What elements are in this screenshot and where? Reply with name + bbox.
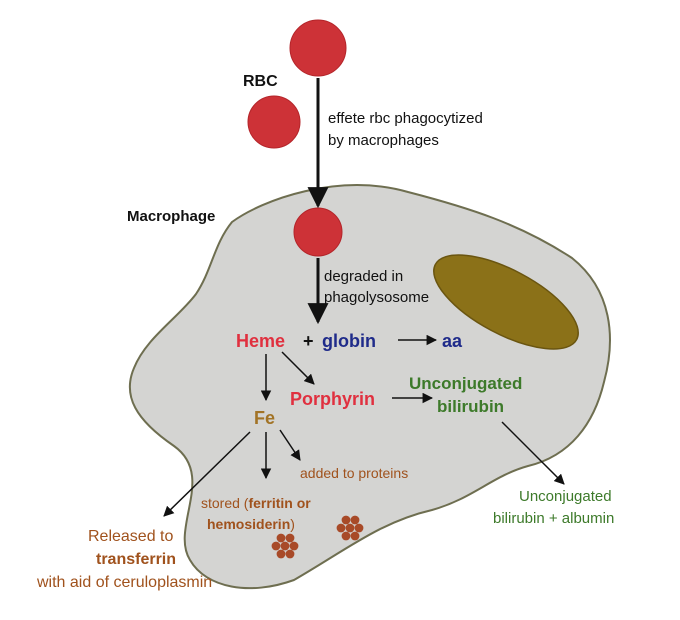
label-stored-prefix: stored ( [201,495,249,511]
rbc-circle-top [289,19,347,77]
label-transferrin: transferrin [96,551,176,568]
label-ceruloplasmin: with aid of ceruloplasmin [36,574,212,591]
label-degraded-line1: degraded in [324,268,403,285]
label-ferritin-or: ferritin or [248,495,311,511]
macrophage-cell [128,184,611,590]
rbc-circle-engulfed [293,207,343,257]
arrow-fe-transferrin [163,431,251,517]
label-hemosiderin: hemosiderin [207,516,290,532]
arrow-fe-proteins [279,429,301,461]
label-macrophage: Macrophage [127,208,215,225]
label-plus: + [303,331,314,351]
label-hemosiderin-line: hemosiderin) [207,516,295,532]
label-stored: stored (ferritin or [201,495,311,511]
iron-granules-right [336,515,364,541]
organelle-nucleus [433,254,579,350]
label-degraded-line2: phagolysosome [324,289,429,306]
label-heme: Heme [236,331,285,351]
label-released-to: Released to [88,528,173,545]
label-phagocytized-line1: effete rbc phagocytized [328,110,483,127]
rbc-circle-left [247,95,301,149]
iron-granules-left [271,533,299,559]
label-porphyrin: Porphyrin [290,389,375,409]
label-added-to-proteins: added to proteins [300,465,408,481]
label-fe: Fe [254,408,275,428]
label-albumin-line1: Unconjugated [519,488,612,505]
label-globin: globin [322,331,376,351]
label-albumin-line2: bilirubin + albumin [493,510,614,527]
label-unconjugated-line1: Unconjugated [409,374,522,393]
label-stored-suffix: ) [290,516,295,532]
arrow-heme-porphyrin [281,351,315,385]
label-unconjugated-line2: bilirubin [437,397,504,416]
label-aa: aa [442,331,463,351]
label-rbc: RBC [243,73,278,90]
arrow-bilirubin-albumin [501,421,565,485]
label-phagocytized-line2: by macrophages [328,132,439,149]
